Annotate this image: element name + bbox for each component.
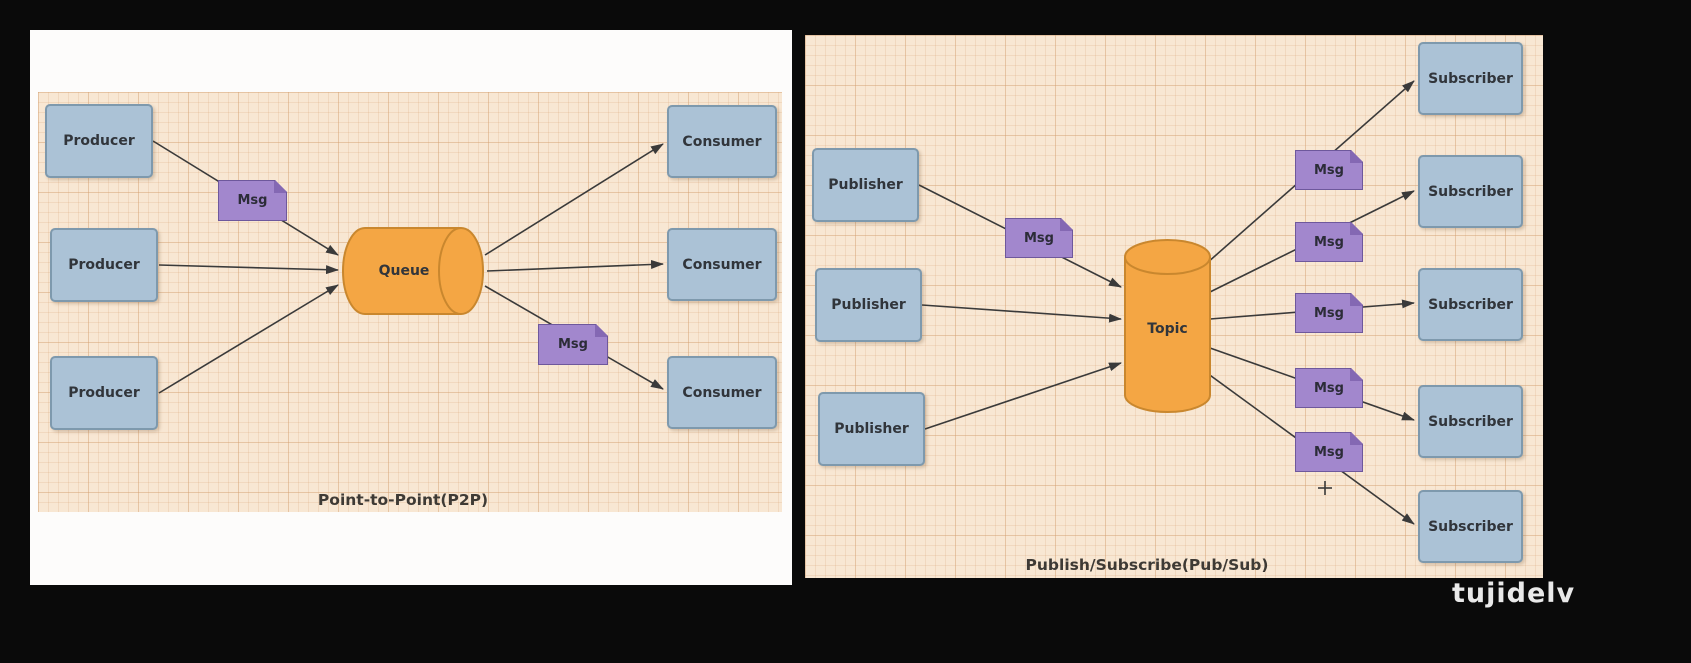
message-note-in[interactable]: Msg — [1005, 218, 1073, 258]
message-label: Msg — [1024, 230, 1054, 246]
producer-label: Producer — [68, 257, 140, 273]
subscriber-label: Subscriber — [1428, 296, 1513, 313]
queue-cylinder[interactable] — [342, 227, 484, 315]
publisher-label: Publisher — [828, 177, 903, 193]
p2p-canvas: Producer Producer Producer Msg Msg Queue… — [38, 92, 782, 512]
producer-node-1[interactable]: Producer — [45, 104, 153, 178]
message-label: Msg — [1314, 444, 1344, 460]
publisher-node-1[interactable]: Publisher — [812, 148, 919, 222]
message-label: Msg — [237, 193, 268, 208]
message-note-2[interactable]: Msg — [538, 324, 608, 365]
subscriber-node-4[interactable]: Subscriber — [1418, 385, 1523, 458]
message-note-out-3[interactable]: Msg — [1295, 293, 1363, 333]
publisher-label: Publisher — [831, 297, 906, 313]
cursor-crosshair — [1318, 481, 1332, 495]
watermark: tujidelv — [1452, 578, 1576, 609]
message-label: Msg — [1314, 234, 1344, 250]
arrow-publisher2-topic — [921, 304, 1122, 323]
message-note-out-4[interactable]: Msg — [1295, 368, 1363, 408]
producer-node-2[interactable]: Producer — [50, 228, 158, 302]
publisher-node-3[interactable]: Publisher — [818, 392, 925, 466]
pubsub-title: Publish/Subscribe(Pub/Sub) — [1025, 556, 1269, 574]
p2p-title: Point-to-Point(P2P) — [317, 491, 489, 509]
consumer-label: Consumer — [682, 256, 762, 273]
producer-label: Producer — [63, 133, 135, 149]
consumer-node-3[interactable]: Consumer — [667, 356, 777, 429]
subscriber-node-1[interactable]: Subscriber — [1418, 42, 1523, 115]
producer-label: Producer — [68, 385, 140, 401]
pubsub-connector-layer — [918, 80, 1415, 525]
message-note-out-5[interactable]: Msg — [1295, 432, 1363, 472]
subscriber-node-5[interactable]: Subscriber — [1418, 490, 1523, 563]
producer-node-3[interactable]: Producer — [50, 356, 158, 430]
consumer-label: Consumer — [682, 384, 762, 401]
publisher-node-2[interactable]: Publisher — [815, 268, 922, 342]
arrow-producer2-queue — [158, 264, 339, 275]
topic-cylinder[interactable] — [1124, 239, 1211, 413]
subscriber-label: Subscriber — [1428, 518, 1513, 535]
subscriber-node-2[interactable]: Subscriber — [1418, 155, 1523, 228]
publisher-label: Publisher — [834, 421, 909, 437]
subscriber-label: Subscriber — [1428, 70, 1513, 87]
subscriber-node-3[interactable]: Subscriber — [1418, 268, 1523, 341]
message-note-out-2[interactable]: Msg — [1295, 222, 1363, 262]
consumer-node-2[interactable]: Consumer — [667, 228, 777, 301]
message-label: Msg — [558, 337, 588, 352]
arrow-publisher3-topic — [924, 362, 1122, 430]
subscriber-label: Subscriber — [1428, 413, 1513, 430]
subscriber-label: Subscriber — [1428, 183, 1513, 200]
message-label: Msg — [1314, 162, 1344, 178]
pubsub-panel: Publisher Publisher Publisher Msg Topic … — [805, 35, 1543, 578]
message-note-out-1[interactable]: Msg — [1295, 150, 1363, 190]
arrow-producer3-queue — [158, 284, 339, 394]
arrow-queue-consumer2 — [486, 259, 664, 272]
consumer-node-1[interactable]: Consumer — [667, 105, 777, 178]
message-label: Msg — [1314, 305, 1344, 321]
p2p-panel: Producer Producer Producer Msg Msg Queue… — [30, 30, 792, 585]
message-note-1[interactable]: Msg — [218, 180, 287, 221]
arrow-queue-consumer1 — [484, 143, 664, 256]
consumer-label: Consumer — [682, 133, 762, 150]
message-label: Msg — [1314, 380, 1344, 396]
